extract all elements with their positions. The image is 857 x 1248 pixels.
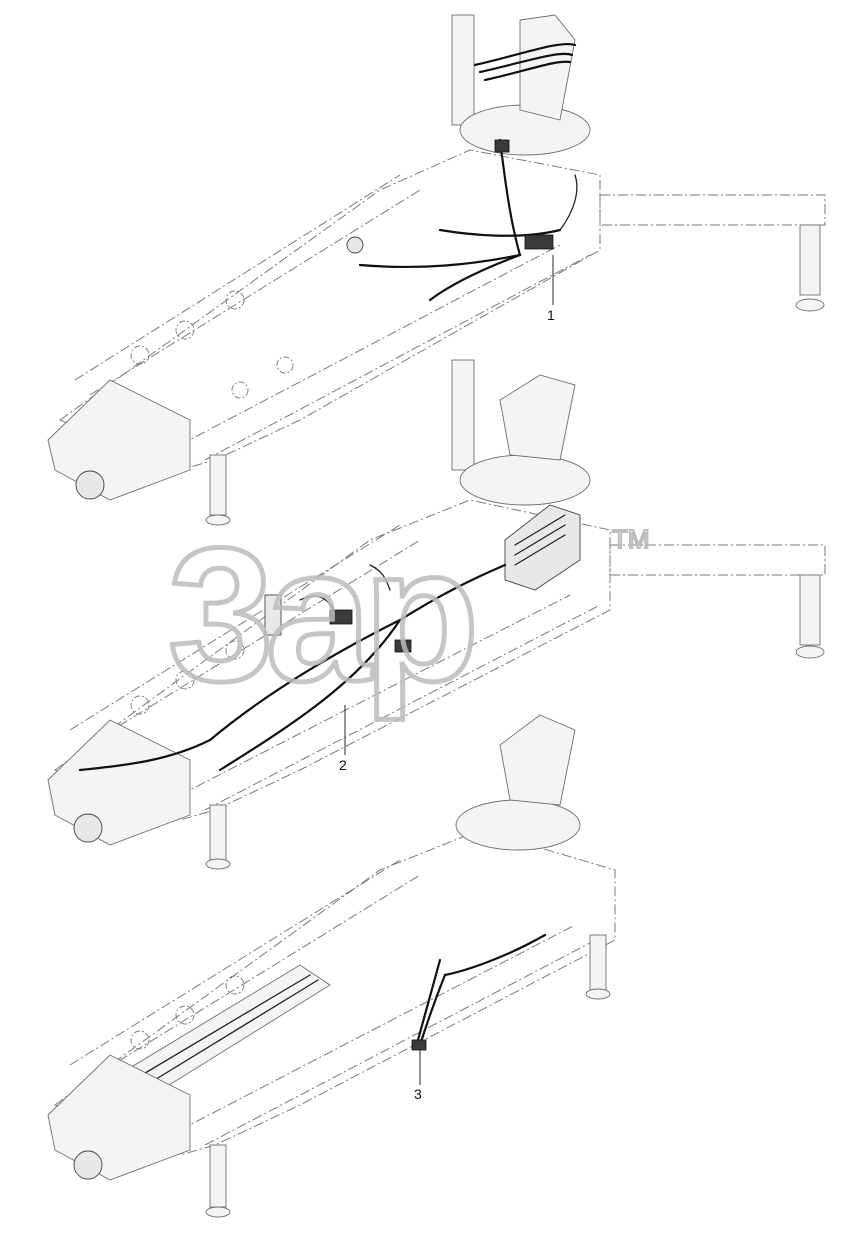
view-2-rear-hopper xyxy=(47,719,191,846)
view-3-rail-inner xyxy=(87,874,421,1081)
view-2-outrigger-arm xyxy=(609,544,826,576)
view-1-hole xyxy=(231,381,249,399)
view-2-hole xyxy=(225,640,245,660)
view-1-harness-branch xyxy=(438,228,562,237)
view-1-column xyxy=(451,14,475,126)
view-1-hose-bundle xyxy=(483,60,572,82)
view-1-outrigger-leg xyxy=(799,224,821,296)
view-3-hole xyxy=(130,1030,150,1050)
view-2-outrigger-foot xyxy=(795,645,825,659)
view-2-rail-inner xyxy=(87,539,421,746)
view-1-rear-axle xyxy=(75,470,105,500)
view-3-rear-hopper xyxy=(47,1054,191,1181)
view-2-harness-branch xyxy=(218,618,402,772)
view-3-rail-top xyxy=(69,859,401,1066)
view-3-rear-leg xyxy=(209,1144,227,1208)
view-3-connector xyxy=(411,1039,427,1051)
view-3-rear-foot xyxy=(205,1206,231,1218)
view-1-rail-top xyxy=(74,174,401,381)
view-1-sensor xyxy=(346,236,364,254)
view-2-rear-axle xyxy=(73,813,103,843)
view-1-harness-main xyxy=(498,138,522,257)
view-2-harness-main xyxy=(398,563,507,622)
view-3-hole xyxy=(225,975,245,995)
view-2-control-box-fin xyxy=(514,514,566,546)
watermark: 3ap TM xyxy=(166,507,651,724)
view-3-front-foot xyxy=(585,988,611,1000)
view-1-harness-branch xyxy=(358,253,522,269)
view-2-rear-leg xyxy=(209,804,227,861)
view-2-harness-lead xyxy=(369,564,391,591)
view-3-rail-bottom xyxy=(204,934,606,1146)
view-3-boom-mount xyxy=(499,714,576,806)
view-1-hose-bundle xyxy=(478,52,574,74)
view-1-outrigger-foot xyxy=(795,298,825,312)
view-2-rail-top xyxy=(69,524,401,731)
view-2-harness-main xyxy=(208,618,402,742)
view-2-cylinder xyxy=(264,594,282,636)
view-1-harness-lead xyxy=(559,174,578,231)
view-2-junction-box xyxy=(329,609,353,625)
view-1-outrigger-arm xyxy=(599,194,826,226)
view-2-control-box xyxy=(504,504,581,591)
view-3-chassis: 3 xyxy=(47,714,616,1218)
watermark-logo: 3ap xyxy=(168,509,472,721)
view-2-control-box-fin xyxy=(514,534,566,566)
view-2-frame-outline xyxy=(53,499,611,821)
view-2-outrigger-leg xyxy=(799,574,821,646)
view-2-column xyxy=(451,359,475,471)
view-2-callout: 2 xyxy=(339,757,347,773)
view-3-slewing-ring xyxy=(455,799,581,851)
view-1-hole xyxy=(130,345,150,365)
view-1-callout: 1 xyxy=(547,307,555,323)
view-1-hole xyxy=(276,356,294,374)
view-3-frame-outline xyxy=(53,829,616,1156)
view-3-front-leg xyxy=(589,934,607,991)
view-1-slewing-ring xyxy=(459,104,591,156)
view-2-chassis: 2 xyxy=(47,359,826,870)
view-2-rail-bottom xyxy=(204,604,601,811)
view-3-rail-lower xyxy=(179,924,576,1131)
view-2-harness-rear xyxy=(78,738,212,772)
view-1-hole xyxy=(225,290,245,310)
view-3-hole xyxy=(175,1005,195,1025)
view-1-rear-hopper xyxy=(47,379,191,501)
view-2-slewing-ring xyxy=(459,454,591,506)
view-2-rail-lower xyxy=(179,594,571,796)
view-1-junction-box xyxy=(524,234,554,250)
view-1-boom-mount xyxy=(519,14,576,121)
view-1-rear-foot xyxy=(205,514,231,526)
view-2-hole xyxy=(175,670,195,690)
view-1-rail-bottom xyxy=(204,254,591,461)
view-3-harness-main xyxy=(443,933,547,977)
view-2-rear-foot xyxy=(205,858,231,870)
view-1-chassis: 1 xyxy=(47,14,826,526)
view-3-callout: 3 xyxy=(414,1086,422,1102)
view-1-rail-inner xyxy=(89,189,421,396)
view-3-rear-axle xyxy=(73,1150,103,1180)
view-3-harness-drop xyxy=(416,958,442,1042)
view-3-grate-bars xyxy=(124,974,319,1093)
view-1-hose-bundle xyxy=(473,43,577,67)
view-3-harness-drop xyxy=(418,973,447,1047)
view-2-connector xyxy=(394,639,412,653)
view-1-harness-branch xyxy=(428,253,522,302)
view-1-connector xyxy=(494,139,510,153)
view-2-hole xyxy=(130,695,150,715)
view-1-hole xyxy=(175,320,195,340)
view-2-boom-mount xyxy=(499,374,576,461)
view-2-control-box-fin xyxy=(514,524,566,556)
view-1-rear-leg xyxy=(209,454,227,516)
watermark-trademark: TM xyxy=(612,524,650,554)
